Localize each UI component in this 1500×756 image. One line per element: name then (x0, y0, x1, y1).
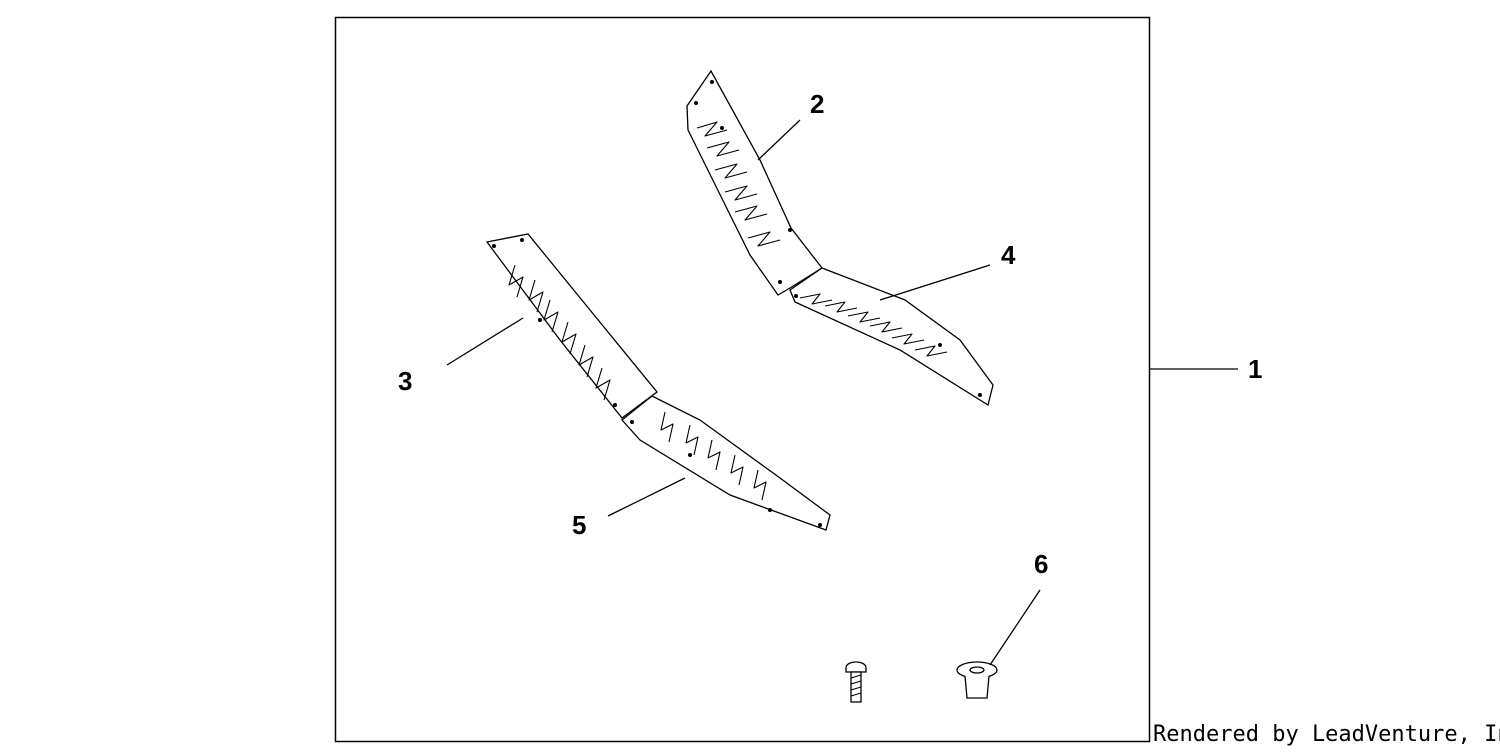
s-emblem-part[interactable] (564, 602, 641, 682)
leader-line-3 (446, 317, 524, 366)
leader-line-2 (757, 119, 801, 161)
leader-line-4 (879, 264, 991, 301)
callout-1: 1 (1248, 354, 1262, 384)
kit-boundary-box (334, 16, 1151, 743)
callout-5: 5 (572, 510, 586, 540)
callout-2: 2 (810, 89, 824, 119)
leader-line-5 (607, 477, 686, 517)
callout-4: 4 (1001, 240, 1016, 270)
panel-part-3[interactable] (485, 233, 658, 419)
panel-part-2[interactable] (686, 69, 823, 296)
callout-6: 6 (1034, 549, 1048, 579)
callout-3: 3 (398, 366, 412, 396)
grommet-part-6[interactable] (956, 661, 998, 699)
panel-part-4[interactable] (789, 267, 994, 407)
leader-line-6 (989, 589, 1041, 666)
screw-part[interactable] (845, 661, 867, 703)
panel-part-5[interactable] (621, 395, 831, 531)
render-credit: Rendered by LeadVenture, Inc. (1153, 722, 1500, 747)
